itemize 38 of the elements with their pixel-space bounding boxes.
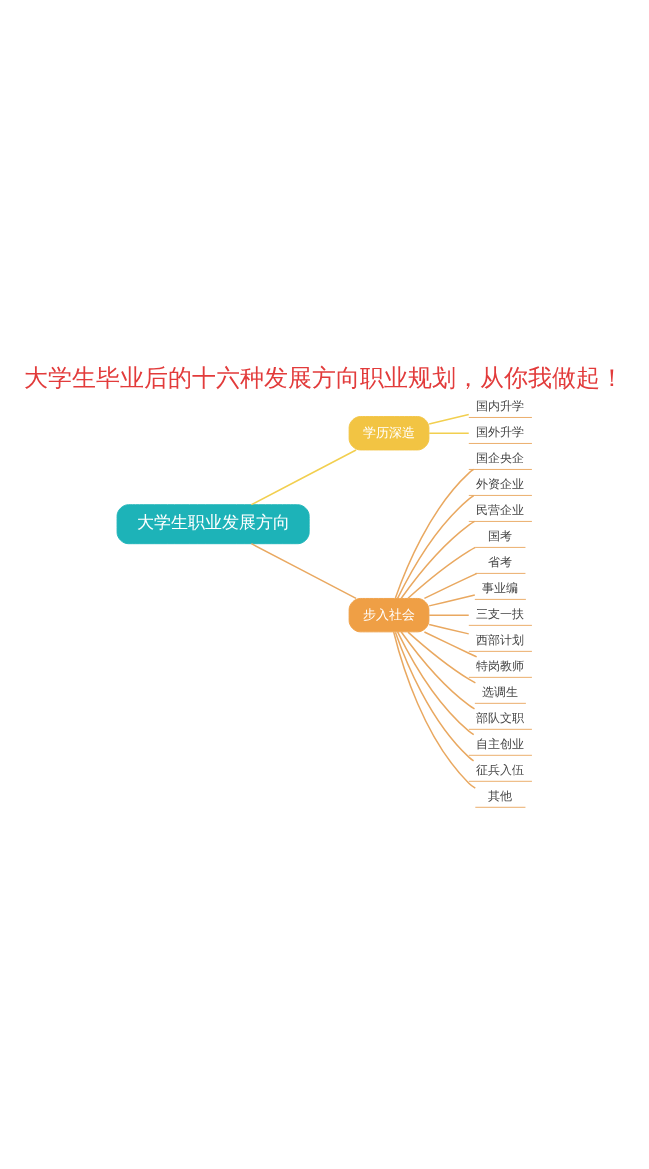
connector: [428, 613, 470, 616]
connector: [250, 448, 357, 505]
connector: [400, 520, 476, 599]
diagram-title: 大学生毕业后的十六种发展方向职业规划，从你我做起！: [24, 363, 625, 392]
node-text: 省考: [488, 554, 513, 569]
node-text: 自主创业: [476, 736, 525, 751]
node-text: 部队文职: [476, 710, 525, 725]
node-text: 特岗教师: [476, 658, 525, 673]
connector: [392, 630, 477, 789]
connector: [396, 494, 475, 599]
connector: [428, 623, 470, 635]
node-text: 事业编: [482, 580, 519, 595]
node-text: 选调生: [482, 684, 519, 699]
connector: [428, 593, 476, 607]
connector: [400, 630, 476, 710]
node-text: 国外升学: [476, 424, 525, 439]
connector: [407, 630, 477, 684]
connector: [394, 468, 475, 599]
connector: [407, 546, 477, 599]
node-box: 大学生职业发展方向: [116, 503, 310, 544]
connector: [423, 630, 478, 658]
connector: [423, 572, 478, 599]
connector: [250, 542, 357, 599]
connector: [428, 432, 470, 434]
node-text: 国考: [488, 528, 513, 543]
node-text: 其他: [488, 788, 513, 803]
node-text: 国企央企: [476, 450, 525, 465]
node-text: 民营企业: [476, 502, 525, 517]
node-box: 步入社会: [348, 597, 430, 632]
node-text: 外资企业: [476, 476, 525, 491]
node-text: 西部计划: [476, 632, 525, 647]
connector: [394, 631, 475, 762]
connector: [428, 413, 470, 425]
connector: [396, 630, 475, 735]
node-text: 三支一扶: [476, 606, 525, 621]
node-box: 学历深造: [348, 415, 430, 450]
node-text: 国内升学: [476, 398, 525, 413]
node-text: 征兵入伍: [476, 762, 525, 777]
